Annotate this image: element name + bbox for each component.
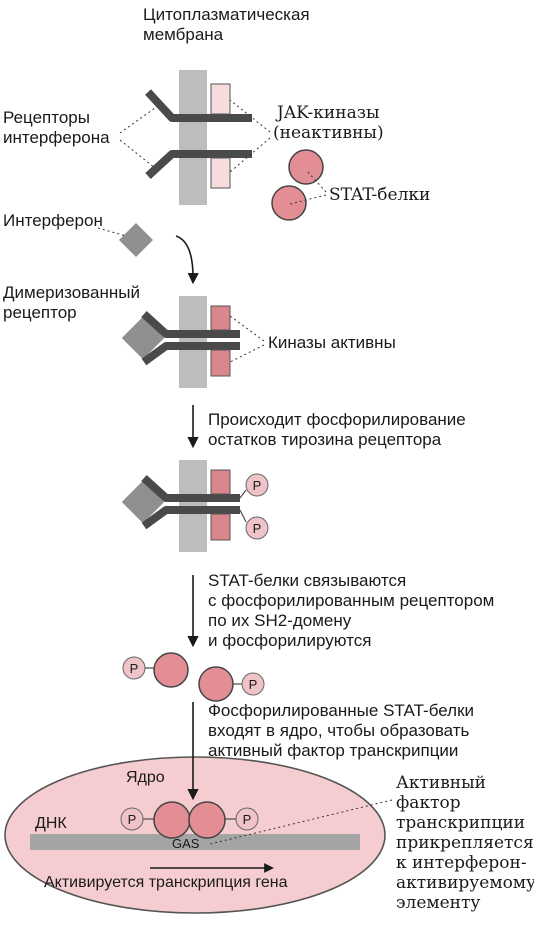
factor-note-line6: активируемому	[396, 873, 534, 893]
stat-protein-2	[271, 185, 307, 221]
interferon-molecule	[119, 223, 153, 257]
leader-receptors-lower	[119, 139, 156, 169]
nucleus-label: Ядро	[126, 769, 165, 786]
receptor-lower	[145, 150, 252, 179]
jak-label-line2: (неактивны)	[273, 123, 384, 143]
leader-jak-upper	[229, 99, 271, 133]
jak-kinase-upper	[210, 83, 231, 115]
kinase-lower-3	[210, 513, 231, 541]
stat2-phosphate-label: P	[249, 677, 258, 692]
step2-line3: по их SH2-домену	[208, 611, 352, 630]
factor-note-line1: Активный	[396, 773, 486, 793]
stage-1-inactive-receptor	[119, 70, 327, 221]
step2-line4: и фосфорилируются	[208, 631, 371, 650]
step1-line1: Происходит фосфорилирование	[208, 410, 466, 429]
leader-kinases-upper	[229, 315, 265, 342]
receptors-label-line1: Рецепторы	[3, 108, 90, 127]
stat1-phosphate-label: P	[130, 661, 139, 676]
step3-line3: активный фактор транскрипции	[208, 741, 458, 760]
factor-note-line2: фактор	[396, 793, 461, 813]
gas-label: GAS	[172, 836, 200, 851]
stage-4-phosphorylated-stats: P P	[122, 652, 265, 702]
membrane-segment-1	[179, 70, 207, 205]
factor-note-line3: транскрипции	[396, 813, 525, 833]
step2-line2: с фосфорилированным рецептором	[208, 591, 494, 610]
phospho-arm-upper	[141, 475, 240, 502]
jak-label-line1: JAK-киназы	[275, 103, 380, 123]
leader-stat-2	[289, 194, 327, 205]
kinases-active-label: Киназы активны	[268, 333, 396, 352]
factor-phosphate-right-label: P	[243, 812, 252, 827]
step3-line1: Фосфорилированные STAT-белки	[208, 701, 474, 720]
active-kinase-upper	[210, 305, 231, 331]
interferon-label: Интерферон	[3, 211, 103, 230]
phospho-stat-1	[153, 652, 189, 688]
dna-label: ДНК	[35, 815, 67, 832]
receptors-label-line2: интерферона	[3, 128, 110, 147]
phosphate-group-2	[245, 516, 269, 540]
phosphate-label-1: P	[253, 478, 262, 493]
phosphate-bond-upper	[239, 489, 247, 499]
stage-2-dimerized-receptor	[121, 296, 265, 388]
leader-jak-lower	[229, 137, 271, 173]
jak-kinase-lower	[210, 157, 231, 189]
kinase-upper-3	[210, 469, 231, 495]
phosphate-label-2: P	[253, 521, 262, 536]
dimer-label-line1: Димеризованный	[3, 283, 140, 302]
factor-note-line4: прикрепляется	[396, 833, 534, 853]
step2-line1: STAT-белки связываются	[208, 571, 406, 590]
factor-phosphate-left-label: P	[128, 812, 137, 827]
active-transcription-factor: P P	[120, 801, 259, 839]
factor-stat-right	[188, 801, 226, 839]
stage-3-phosphorylated-receptor: P P	[121, 460, 269, 552]
dimer-label-line2: рецептор	[3, 303, 77, 322]
dimer-arm-lower	[141, 342, 240, 366]
receptor-upper	[145, 89, 252, 122]
factor-phosphate-right	[235, 807, 259, 831]
active-kinase-lower	[210, 349, 231, 377]
membrane-title-line1: Цитоплазматическая	[143, 5, 310, 24]
stat-protein-1	[288, 149, 324, 185]
factor-note-line7: элементу	[396, 893, 480, 913]
dna-strand	[30, 834, 360, 850]
phosphate-group-1	[245, 473, 269, 497]
leader-gas	[209, 799, 393, 845]
phospho-stat-2	[198, 666, 234, 702]
membrane-title-line2: мембрана	[143, 25, 224, 44]
factor-note-line5: к интерферон-	[396, 853, 527, 873]
arrow-binding	[175, 235, 199, 285]
leader-receptors-upper	[119, 107, 156, 134]
transcription-label: Активируется транскрипция гена	[44, 874, 288, 891]
dimer-arm-upper	[141, 311, 240, 338]
stat-label: STAT-белки	[329, 185, 430, 205]
step3-line2: входят в ядро, чтобы образовать	[208, 721, 470, 740]
phospho-arm-lower	[141, 506, 240, 530]
step1-line2: остатков тирозина рецептора	[208, 430, 442, 449]
factor-stat-left	[153, 801, 191, 839]
stat2-phosphate	[241, 672, 265, 696]
phosphate-bond-lower	[239, 509, 247, 523]
leader-kinases-lower	[229, 344, 265, 363]
